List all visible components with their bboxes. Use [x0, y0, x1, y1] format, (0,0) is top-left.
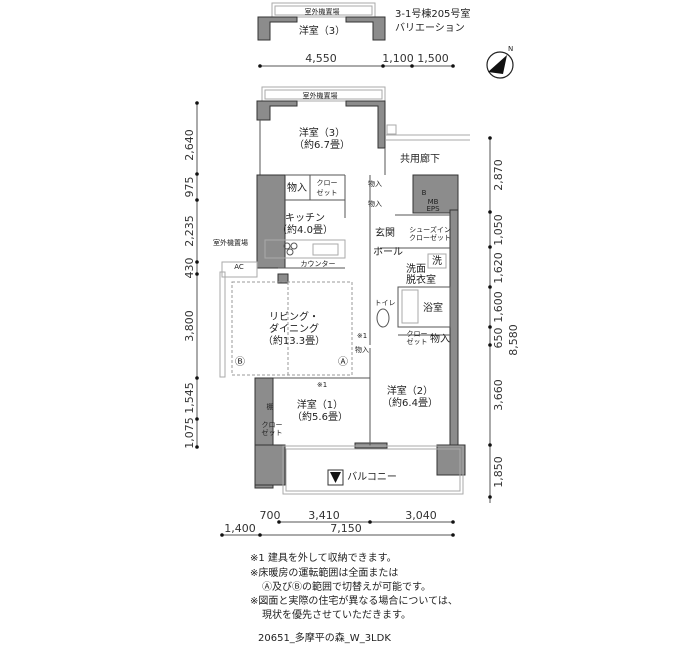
note-1: ※1 建具を外して収納できます。 — [250, 551, 397, 564]
dim-left-1: 2,640 — [183, 129, 196, 161]
ac-label: AC — [234, 263, 244, 271]
plan-code: 20651_多摩平の森_W_3LDK — [258, 631, 391, 644]
storage-hall-b-label: 物入 — [368, 199, 382, 208]
closet3-label-1: クロー — [262, 421, 283, 429]
dim-right-7: 1,850 — [492, 456, 505, 488]
note-mark-a: ※1 — [357, 332, 367, 340]
compass-icon: N — [486, 45, 514, 79]
entrance-label: 玄関 — [375, 226, 395, 239]
storage1-label: 物入 — [287, 181, 307, 194]
note-2: ※床暖房の運転範囲は全面または — [250, 566, 398, 579]
dim-left-6: 1,545 — [183, 382, 196, 414]
zone-b-mark: Ⓑ — [235, 356, 245, 368]
dim-left-5: 3,800 — [183, 310, 196, 342]
note-4: ※図面と実際の住宅が異なる場合については、 — [250, 594, 458, 607]
inset-room-label: 洋室（3） — [299, 24, 345, 37]
dim-left-4: 430 — [183, 258, 196, 279]
bedroom1-name: 洋室（1） — [297, 398, 343, 411]
bedroom1-size: （約5.6畳） — [292, 410, 348, 423]
dim-bottom-4: 1,400 — [224, 522, 256, 535]
corridor-label: 共用廊下 — [400, 152, 440, 165]
dim-top-2: 1,100 — [382, 52, 414, 65]
living-name-1: リビング・ — [269, 310, 319, 323]
zone-a-mark: Ⓐ — [338, 356, 348, 368]
variation-label: バリエーション — [395, 22, 465, 34]
eps-label: EPS — [426, 205, 440, 213]
dim-right-3: 1,620 — [492, 252, 505, 284]
counter-label: カウンター — [301, 259, 336, 268]
bedroom3-name: 洋室（3） — [299, 126, 345, 139]
dim-right-1: 2,870 — [492, 159, 505, 191]
unit-title: 3-1号棟205号室 — [395, 7, 470, 20]
washer-label: 洗 — [432, 255, 442, 267]
kitchen-size: （約4.0畳） — [277, 223, 333, 236]
closet3-label-2: ゼット — [262, 428, 283, 437]
shoe-closet-label-1: シューズイン — [409, 225, 451, 234]
bottom-dimensions: 700 3,410 3,040 1,400 7,150 — [220, 509, 455, 537]
inset-outdoor-unit-label: 室外機置場 — [305, 7, 340, 16]
dim-left-7: 1,075 — [183, 417, 196, 449]
note-mark-b: ※1 — [317, 381, 327, 389]
dim-left-2: 975 — [183, 177, 196, 198]
dim-bottom-3: 3,040 — [405, 509, 437, 522]
note-5: 現状を優先させていただきます。 — [262, 608, 411, 621]
top-dimensions: 4,550 1,100 1,500 — [258, 52, 455, 68]
outdoor-unit-left-label: 室外機置場 — [213, 238, 248, 247]
dim-bottom-5: 7,150 — [330, 522, 362, 535]
toilet-label: トイレ — [375, 299, 396, 307]
variation-inset: 室外機置場 洋室（3） — [257, 2, 386, 41]
bedroom2-name: 洋室（2） — [387, 384, 433, 397]
entry-direction-icon — [330, 472, 341, 483]
closet1-label-1: クロー — [317, 179, 338, 187]
notes: ※1 建具を外して収納できます。 ※床暖房の運転範囲は全面または Ⓐ及びⒷの範囲… — [250, 551, 458, 644]
right-dimensions: 2,870 1,050 1,620 1,600 650 3,660 1,850 … — [488, 136, 520, 503]
shoe-closet-label-2: クローゼット — [409, 233, 451, 242]
dim-bottom-1: 700 — [260, 509, 281, 522]
bedroom2-size: （約6.4畳） — [382, 396, 438, 409]
dim-top-3: 1,500 — [417, 52, 449, 65]
dim-top-1: 4,550 — [305, 52, 337, 65]
dim-left-3: 2,235 — [183, 215, 196, 247]
storage-hall-a-label: 物入 — [368, 179, 382, 188]
dim-right-5: 650 — [492, 328, 505, 349]
living-name-2: ダイニング — [269, 322, 319, 335]
dim-right-6: 3,660 — [492, 379, 505, 411]
dim-right-2: 1,050 — [492, 214, 505, 246]
closet1-label-2: ゼット — [317, 188, 338, 197]
dim-right-total: 8,580 — [507, 324, 520, 356]
washroom-label-2: 脱衣室 — [406, 273, 436, 286]
hall-label: ホール — [373, 246, 403, 258]
left-dimensions: 2,640 975 2,235 430 3,800 1,545 1,075 — [183, 101, 199, 449]
b-mark: B — [422, 189, 427, 197]
closet2-label-1: クロー — [407, 330, 428, 338]
dim-right-4: 1,600 — [492, 291, 505, 323]
living-size: （約13.3畳） — [263, 334, 325, 347]
storage2-label: 物入 — [430, 332, 450, 345]
note-3: Ⓐ及びⒷの範囲で切替えが可能です。 — [262, 580, 431, 593]
closet2-label-2: ゼット — [407, 337, 428, 346]
washroom-label-1: 洗面 — [406, 263, 426, 275]
shelf-label: 棚 — [267, 402, 274, 411]
balcony-label: バルコニー — [347, 471, 397, 483]
plan-walls — [219, 86, 470, 495]
kitchen-name: キッチン — [285, 212, 325, 224]
bath-label: 浴室 — [423, 301, 443, 314]
bedroom3-size: （約6.7畳） — [294, 138, 350, 151]
room-labels: 室外機置場 洋室（3） （約6.7畳） 物入 クロー ゼット 物入 物入 共用廊… — [213, 91, 451, 483]
mb-label: MB — [428, 198, 439, 206]
compass-north-label: N — [508, 45, 513, 53]
dim-bottom-2: 3,410 — [308, 509, 340, 522]
storage3-label: 物入 — [355, 345, 369, 354]
outdoor-unit-top-label: 室外機置場 — [303, 91, 338, 100]
